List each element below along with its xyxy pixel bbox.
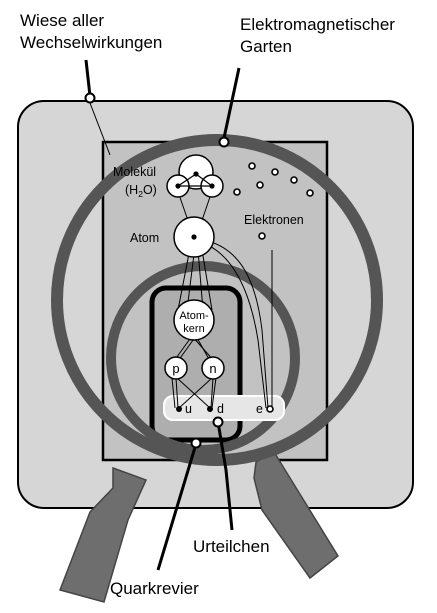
down-quark-dot [207,406,213,412]
free-electrons [233,162,314,240]
down-quark-label: d [217,402,224,416]
proton [164,356,188,380]
quark-callout-dot [190,437,202,449]
meadow-label-line1: Wiese aller [20,11,104,30]
neutron [201,356,225,380]
molecule-formula-label: (H2O) [125,183,157,199]
particles-callout-line [216,421,234,531]
up-quark-dot [176,406,182,412]
garden-label-line1: Elektromagnetischer [240,15,395,34]
particle-row [163,395,285,421]
meadow-callout-line [84,59,92,97]
magnifier-ring-large [51,134,383,466]
magnifier-ring-small [106,261,300,455]
meadow-label-line2: Wechselwirkungen [20,33,162,52]
molecule-label: Molekül [113,165,156,179]
electron-label: e [256,402,263,416]
magnifier-handle-left [59,466,148,603]
up-quark-label: u [185,402,192,416]
quark-callout-line [156,443,198,571]
neutron-label: n [209,361,216,376]
atomic-nucleus [173,299,215,341]
garden-label-line2: Garten [240,37,292,56]
particles-callout-dot [212,416,224,428]
electrons-label: Elektronen [244,213,304,227]
meadow-callout-dot [84,92,96,104]
water-molecule [166,154,224,198]
proton-label: p [172,361,179,376]
elementary-particles-label: Urteilchen [193,537,270,556]
nucleus-label-line2: kern [183,323,204,335]
garden-callout-line [222,67,241,139]
atom [173,216,215,258]
electron-dot [266,405,274,413]
magnifier-handle-right [253,450,339,580]
garden-callout-dot [218,136,230,148]
quark-district-label: Quarkrevier [110,579,199,598]
atom-label: Atom [130,231,159,245]
nucleus-label-line1: Atom- [179,310,209,322]
